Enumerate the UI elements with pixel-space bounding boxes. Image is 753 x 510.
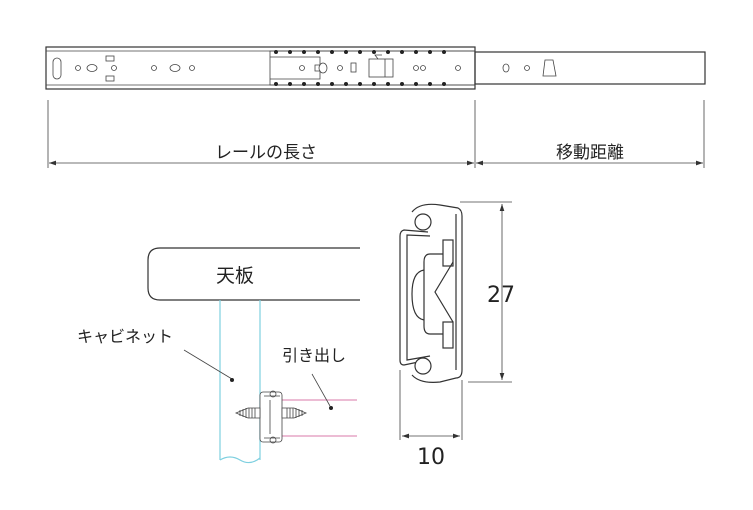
mounted-slide-rail (259, 390, 283, 444)
cabinet-label: キャビネット (77, 327, 173, 346)
height-dimension-label: 27 (487, 283, 515, 308)
rail-side-view (45, 46, 706, 90)
ball-bearings (274, 50, 446, 86)
cabinet-panel (219, 300, 261, 464)
tabletop-label: 天板 (216, 265, 254, 287)
drawer-panel (282, 399, 357, 437)
rail-holes (52, 54, 557, 82)
cross-section-dimensions (399, 201, 512, 440)
travel-distance-label: 移動距離 (556, 143, 624, 163)
screw-icon (234, 407, 308, 419)
tabletop (147, 247, 360, 301)
drawer-label: 引き出し (282, 346, 346, 365)
rail-length-label: レールの長さ (215, 143, 317, 163)
rail-cross-section (399, 203, 463, 383)
drawer-leader (311, 373, 331, 407)
rail-dimension-lines (47, 100, 705, 168)
width-dimension-label: 10 (417, 445, 445, 470)
cabinet-leader (183, 349, 233, 380)
